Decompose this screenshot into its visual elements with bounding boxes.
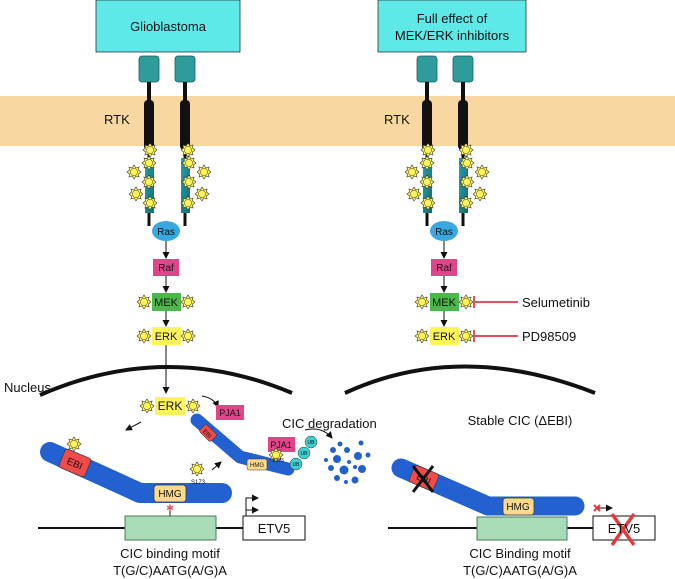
binding-mark-icon: ✱: [166, 503, 174, 513]
etv5-label: ETV5: [258, 521, 291, 536]
rtk-label: RTK: [104, 112, 130, 127]
erk-label: ERK: [155, 331, 178, 343]
raf-label: Raf: [436, 263, 452, 274]
etv5-gene-repressed: ETV5: [592, 512, 656, 547]
selumetinib-inhibition: Selumetinib: [473, 295, 590, 310]
nuclear-envelope: [344, 364, 596, 395]
pja1-label: PJA1: [219, 408, 241, 418]
rtk-receptor: [174, 55, 196, 226]
hmg-domain: HMG: [506, 502, 530, 513]
ubiquitin: UB: [301, 451, 309, 457]
erk-node: ERK: [136, 327, 196, 345]
raf-node: Raf: [153, 259, 179, 276]
mek-node: MEK: [414, 293, 474, 311]
pd98509-label: PD98509: [522, 329, 576, 344]
title-text: Glioblastoma: [130, 19, 207, 34]
cic-binding-motif-box: [124, 515, 217, 541]
pd98509-inhibition: PD98509: [473, 329, 576, 344]
ebi-domain: EBI: [201, 429, 212, 440]
pja1-protein: PJA1: [216, 405, 244, 420]
raf-node: Raf: [431, 259, 457, 276]
stable-cic-label: Stable CIC (ΔEBI): [468, 413, 573, 428]
site-label: S173: [272, 458, 284, 464]
ras-label: Ras: [435, 227, 453, 238]
site-label: S173: [191, 480, 206, 486]
erk-label: ERK: [433, 331, 456, 343]
motif-label: CIC Binding motif: [469, 546, 571, 561]
motif-label: CIC binding motif: [120, 546, 220, 561]
ras-node: Ras: [430, 221, 458, 241]
hmg-domain: HMG: [158, 489, 182, 500]
title-inhibitors: Full effect of MEK/ERK inhibitors: [377, 0, 527, 53]
title-text-line1: Full effect of: [417, 11, 488, 26]
cic-binding-motif-box: [476, 516, 568, 541]
mek-label: MEK: [432, 297, 457, 309]
ubiquitin: UB: [293, 462, 301, 468]
erk-label: ERK: [158, 399, 183, 413]
mek-label: MEK: [154, 297, 179, 309]
degradation-fragments: [324, 440, 371, 484]
transcription-arrow-icon: [245, 494, 259, 516]
degradation-label: CIC degradation: [282, 416, 377, 431]
etv5-label: ETV5: [608, 521, 641, 536]
nuclear-erk: ERK: [139, 397, 201, 415]
hmg-domain: HMG: [250, 463, 264, 469]
motif-sequence: T(G/C)AATG(A/G)A: [463, 563, 577, 578]
repressed-cross-icon: [610, 512, 636, 547]
ras-label: Ras: [157, 227, 175, 238]
rtk-label: RTK: [384, 112, 410, 127]
cell-membrane: [0, 96, 675, 146]
pja1-label: PJA1: [270, 440, 292, 450]
stable-cic-protein: EBI HMG: [391, 458, 585, 516]
mek-node: MEK: [136, 293, 196, 311]
cic-protein-degrading: EBI HMG PJA1 S173 UB UB UB: [190, 413, 318, 476]
nuclear-envelope: [39, 365, 293, 397]
title-glioblastoma: Glioblastoma: [95, 0, 241, 53]
deleted-cross-icon: [411, 465, 435, 493]
transcription-arrow-icon: [245, 506, 259, 516]
ubiquitin: UB: [308, 440, 316, 446]
blocked-x-icon: [593, 504, 601, 512]
title-text-line2: MEK/ERK inhibitors: [395, 28, 510, 43]
etv5-gene: ETV5: [242, 515, 306, 541]
raf-label: Raf: [158, 263, 174, 274]
erk-node: ERK: [414, 327, 474, 345]
ras-node: Ras: [152, 221, 180, 241]
selumetinib-label: Selumetinib: [522, 295, 590, 310]
motif-sequence: T(G/C)AATG(A/G)A: [113, 563, 227, 578]
cic-protein: EBI HMG S173: [40, 436, 232, 503]
nucleus-label: Nucleus: [4, 380, 51, 395]
